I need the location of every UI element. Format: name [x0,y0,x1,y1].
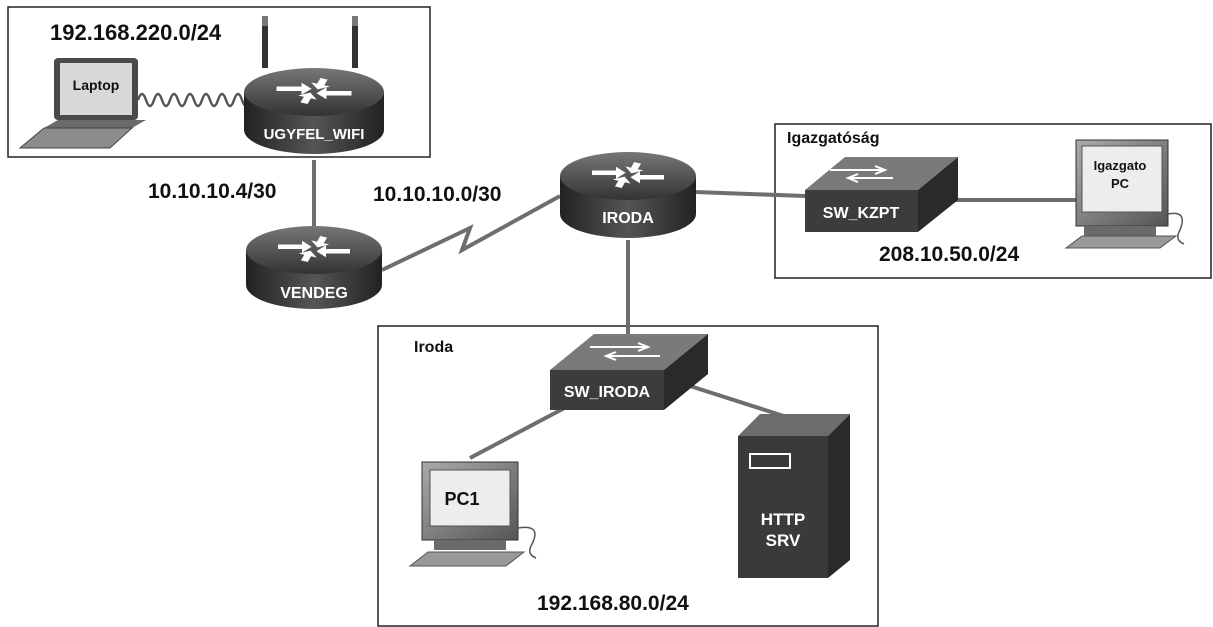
switch-iroda-icon[interactable]: SW_IRODA [550,334,708,410]
pc1-label: PC1 [444,489,479,509]
pc1-icon[interactable]: PC1 [408,461,537,567]
vendeg-label: VENDEG [280,285,348,302]
sw-kzpt-label: SW_KZPT [823,205,900,222]
http-srv-label-line2: SRV [766,531,801,550]
wifi-vendeg-link-label: 10.10.10.4/30 [148,180,276,203]
router-vendeg-icon[interactable]: VENDEG [246,226,382,309]
wifi-network-label: 192.168.220.0/24 [50,20,222,45]
igazgato-pc-label-line1: Igazgato [1094,158,1147,173]
link-vendeg-iroda-serial [381,194,561,272]
iroda-network-label: 192.168.80.0/24 [537,592,689,615]
link-swiroda-pc1 [469,402,573,460]
igazgato-pc-label-line2: PC [1111,176,1130,191]
laptop-label: Laptop [73,77,120,93]
laptop-icon[interactable]: Laptop [18,58,146,149]
router-iroda-icon[interactable]: IRODA [560,152,696,238]
link-swiroda-server [689,384,791,420]
link-iroda-swkzpt [694,190,806,198]
vendeg-iroda-link-label: 10.10.10.0/30 [373,183,501,206]
server-icon[interactable]: HTTP SRV [738,414,850,578]
wifi-area-box [7,6,431,158]
ugyfel-wifi-label: UGYFEL_WIFI [264,126,365,143]
igazgatosag-network-label: 208.10.50.0/24 [879,243,1019,266]
igazgatosag-area-title: Igazgatóság [787,130,879,147]
wireless-link [136,92,252,108]
igazgatosag-area-box [774,123,1212,279]
sw-iroda-label: SW_IRODA [564,384,651,401]
http-srv-label-line1: HTTP [761,510,805,529]
wireless-router-icon[interactable]: UGYFEL_WIFI [244,16,384,154]
switch-kzpt-icon[interactable]: SW_KZPT [805,157,958,232]
pc-igazgato-icon[interactable]: Igazgato PC [1064,139,1185,249]
iroda-area-title: Iroda [414,339,453,356]
iroda-router-label: IRODA [602,210,654,227]
